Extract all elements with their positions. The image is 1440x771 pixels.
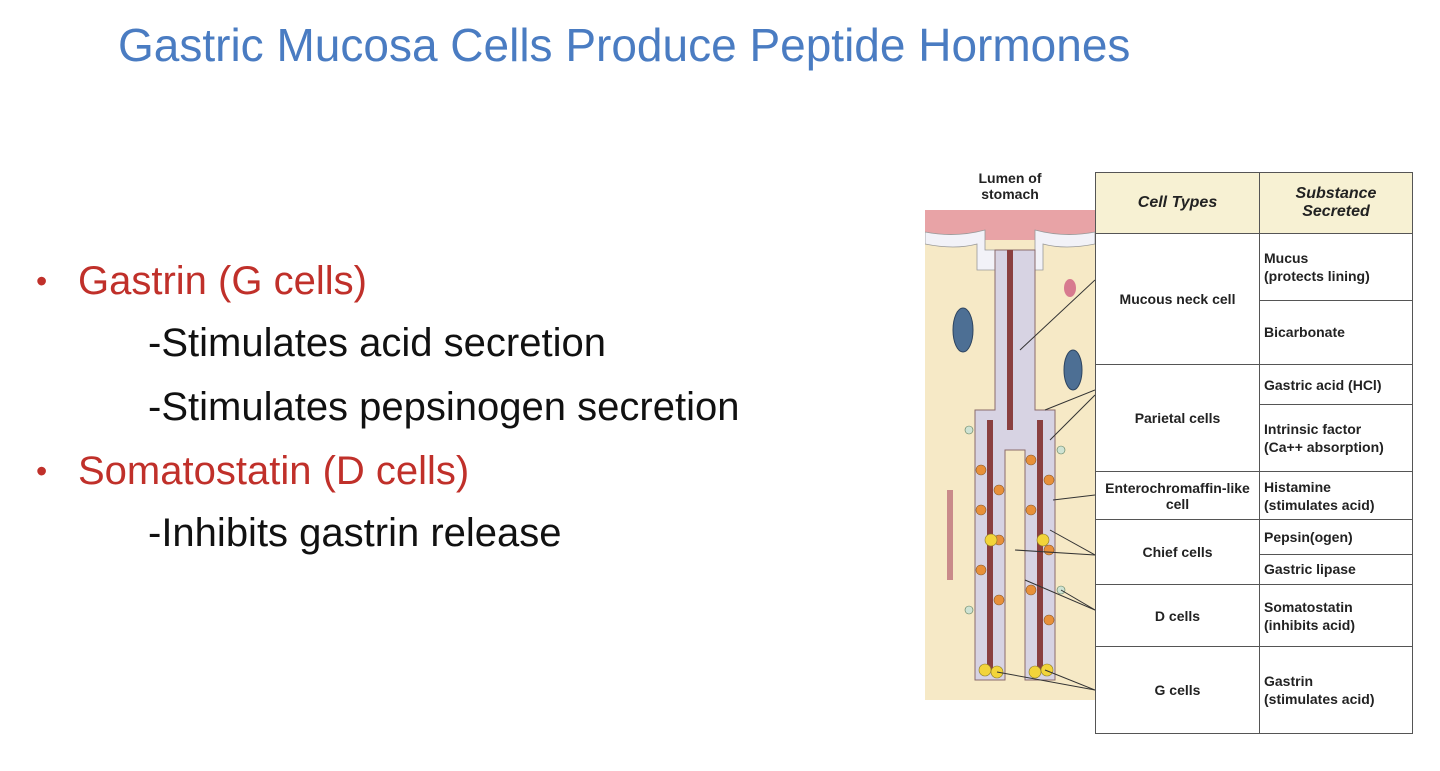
cell-g-cells: G cells: [1095, 646, 1260, 734]
sub-point: -Stimulates pepsinogen secretion: [148, 385, 740, 429]
cell-types-table: Cell Types Substance Secreted Mucous nec…: [1095, 172, 1413, 734]
substance-name: Gastrin: [1264, 673, 1314, 690]
substance-note: (protects lining): [1264, 267, 1370, 284]
substance-intrinsic-factor: Intrinsic factor (Ca++ absorption): [1259, 404, 1413, 472]
substance-pepsinogen: Pepsin(ogen): [1259, 519, 1413, 555]
substance-gastric-acid: Gastric acid (HCl): [1259, 364, 1413, 406]
lumen-label: Lumen of stomach: [978, 170, 1042, 202]
bullet-list: • Gastrin (G cells) -Stimulates acid sec…: [36, 255, 856, 571]
cell-chief: Chief cells: [1095, 519, 1260, 585]
slide-title: Gastric Mucosa Cells Produce Peptide Hor…: [118, 19, 1131, 71]
substance-gastrin: Gastrin (stimulates acid): [1259, 646, 1413, 734]
substance-name: Histamine: [1264, 478, 1331, 495]
substance-note: (stimulates acid): [1264, 496, 1375, 513]
bullet-dot: •: [36, 263, 48, 299]
gastric-gland-figure: Lumen of stomach: [925, 170, 1415, 740]
substance-bicarbonate: Bicarbonate: [1259, 299, 1413, 366]
substance-lipase: Gastric lipase: [1259, 553, 1413, 585]
substance-name: Intrinsic factor: [1264, 421, 1362, 438]
cell-ecl: Enterochromaffin-like cell: [1095, 470, 1260, 521]
bullet-label: Gastrin (G cells): [78, 259, 367, 303]
substance-mucus: Mucus (protects lining): [1259, 233, 1413, 301]
bullet-somatostatin: • Somatostatin (D cells): [36, 445, 856, 507]
cell-mucous-neck: Mucous neck cell: [1095, 232, 1260, 366]
substance-note: (inhibits acid): [1264, 616, 1355, 633]
substance-note: (Ca++ absorption): [1264, 439, 1384, 456]
bullet-gastrin: • Gastrin (G cells): [36, 255, 856, 317]
cell-parietal: Parietal cells: [1095, 364, 1260, 472]
bullet-label: Somatostatin (D cells): [78, 449, 470, 493]
substance-histamine: Histamine (stimulates acid): [1259, 470, 1413, 521]
cell-d-cells: D cells: [1095, 583, 1260, 648]
substance-name: Somatostatin: [1264, 598, 1353, 615]
substance-somatostatin: Somatostatin (inhibits acid): [1259, 583, 1413, 648]
header-cell-types: Cell Types: [1095, 172, 1260, 234]
sub-point: -Inhibits gastrin release: [148, 511, 562, 555]
bullet-dot: •: [36, 453, 48, 489]
substance-name: Mucus: [1264, 249, 1309, 266]
sub-point: -Stimulates acid secretion: [148, 321, 606, 365]
substance-note: (stimulates acid): [1264, 691, 1375, 708]
header-substance-secreted: Substance Secreted: [1259, 172, 1413, 234]
gastric-gland-illustration: [925, 210, 1095, 700]
